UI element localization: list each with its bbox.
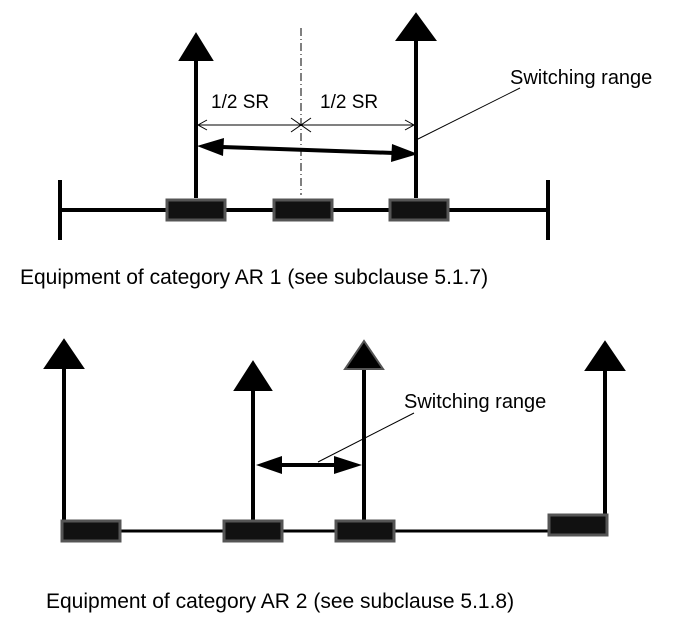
arrowhead-right-icon	[334, 456, 362, 474]
half-sr-label-right: 1/2 SR	[320, 92, 378, 113]
half-sr-label-left: 1/2 SR	[211, 92, 269, 113]
antenna-triangle-icon	[233, 360, 273, 391]
switching-range-leader-top	[415, 87, 521, 141]
equipment-box-left-top	[165, 198, 227, 222]
antenna-triangle-icon	[343, 339, 385, 370]
dimension-tick-right	[404, 119, 416, 131]
switching-range-leader-bottom	[317, 412, 415, 463]
equipment-box-far-left-bottom	[60, 519, 122, 543]
arrowhead-right-icon	[391, 144, 418, 162]
equipment-box-right-bottom	[334, 519, 396, 543]
figure-ar2: Switching range Equipment of category AR…	[43, 338, 626, 613]
dimension-cross-b	[290, 117, 312, 133]
switching-range-arrow-top	[197, 138, 418, 162]
antenna-triangle-icon	[178, 32, 214, 61]
antenna-left-bottom	[233, 360, 273, 521]
figure-ar1: 1/2 SR 1/2 SR Switching range Equipment …	[20, 12, 652, 289]
switching-range-label-top: Switching range	[510, 67, 652, 89]
equipment-box-left-bottom	[222, 519, 284, 543]
antenna-triangle-icon	[584, 340, 626, 371]
antenna-far-right-bottom	[584, 340, 626, 516]
antenna-triangle-icon	[395, 12, 437, 41]
dimension-tick-left	[196, 119, 208, 131]
antenna-far-left-bottom	[43, 338, 85, 521]
equipment-box-middle-top	[272, 198, 334, 222]
antenna-right-bottom	[343, 339, 385, 521]
switching-range-label-bottom: Switching range	[404, 391, 546, 413]
arrowhead-left-icon	[197, 138, 224, 156]
caption-ar1: Equipment of category AR 1 (see subclaus…	[20, 266, 488, 289]
antenna-triangle-icon	[43, 338, 85, 369]
switching-range-arrow-bottom	[256, 456, 362, 474]
caption-ar2: Equipment of category AR 2 (see subclaus…	[46, 590, 514, 613]
equipment-box-far-right-bottom	[547, 513, 609, 537]
equipment-box-right-top	[388, 198, 450, 222]
antenna-left-top	[178, 32, 214, 198]
antenna-right-top	[395, 12, 437, 198]
arrowhead-left-icon	[256, 456, 282, 474]
